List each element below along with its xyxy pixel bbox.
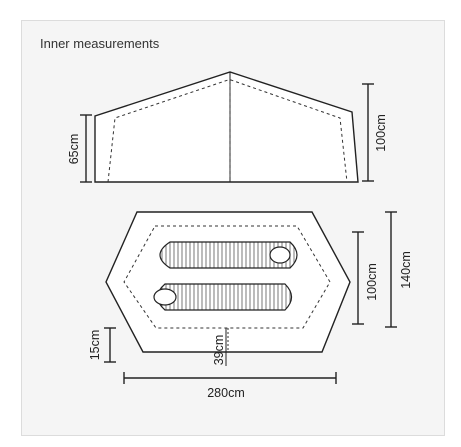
sleeping-bag-2: [153, 283, 293, 311]
length-dimension: 280cm: [123, 372, 337, 400]
total-width-dimension: 140cm: [385, 211, 413, 328]
diagram-title: Inner measurements: [40, 36, 160, 51]
floor-outline: [105, 211, 351, 353]
inner-width-dimension: 100cm: [352, 231, 379, 325]
inner-tent-dashed: [107, 79, 348, 183]
vestibule-depth-dimension: 39cm: [212, 328, 227, 366]
peak-height-label: 100cm: [374, 114, 388, 152]
total-width-label: 140cm: [399, 251, 413, 289]
length-label: 280cm: [207, 386, 245, 400]
inner-width-label: 100cm: [365, 263, 379, 301]
peak-height-dimension: 100cm: [362, 83, 388, 182]
sleeping-bag-1: [159, 241, 298, 269]
hood-opening: [153, 288, 177, 306]
inner-floor-dashed: [123, 225, 331, 329]
side-wall-height-label: 65cm: [67, 134, 81, 165]
vent-height-dimension: 15cm: [88, 327, 116, 363]
tent-floor-plan: 15cm 39cm 280cm 100cm 140cm: [88, 211, 413, 400]
hood-opening: [269, 246, 291, 264]
vent-height-label: 15cm: [88, 330, 102, 361]
vestibule-depth-label: 39cm: [212, 335, 226, 366]
side-wall-height-dimension: 65cm: [67, 114, 92, 183]
tent-side-view: 65cm 100cm: [67, 71, 388, 183]
tent-profile-outline: [94, 71, 359, 183]
